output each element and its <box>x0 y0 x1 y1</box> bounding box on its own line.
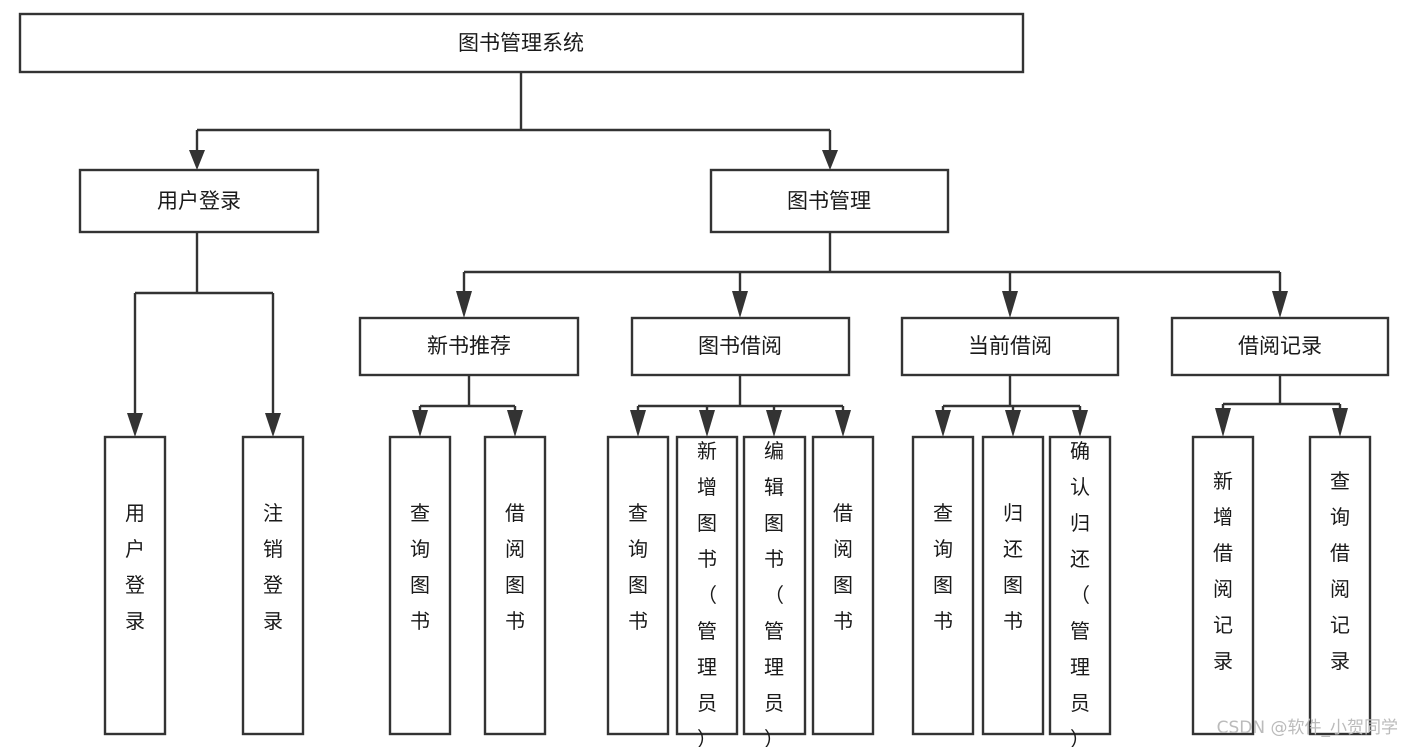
node-label-user-login: 用户登录 <box>157 189 241 213</box>
node-leaf-return-book[interactable]: 归还图书 <box>981 435 1045 736</box>
connector-group-borrow-record-to-leaves <box>1215 375 1348 437</box>
node-book-manage[interactable]: 图书管理 <box>709 168 950 234</box>
arrow-head-leaf-borrow-book-1 <box>507 410 523 437</box>
node-box-new-book-recommend <box>358 316 580 377</box>
node-label-leaf-return-book: 归还图书 <box>1003 501 1023 633</box>
node-borrow-record[interactable]: 借阅记录 <box>1170 316 1390 377</box>
arrow-head-borrow-record <box>1272 291 1288 318</box>
node-box-leaf-user-login <box>103 435 167 736</box>
node-box-leaf-user-logout <box>241 435 305 736</box>
arrow-head-leaf-query-book-3 <box>935 410 951 437</box>
node-label-leaf-query-book-2: 查询图书 <box>628 501 648 633</box>
node-label-root: 图书管理系统 <box>458 31 584 55</box>
arrow-head-leaf-query-book-2 <box>630 410 646 437</box>
arrow-head-leaf-borrow-book-2 <box>835 410 851 437</box>
node-box-leaf-borrow-book-1 <box>483 435 547 736</box>
arrow-head-leaf-user-login <box>127 413 143 437</box>
node-box-leaf-query-book-2 <box>606 435 670 736</box>
node-label-leaf-confirm-return: 确认归还（管理员） <box>1070 439 1090 747</box>
connector-group-book-borrow-to-leaves <box>630 375 851 437</box>
connector-group-new-book-recommend-to-leaves <box>412 375 523 437</box>
arrow-head-user-login <box>189 150 205 170</box>
node-leaf-add-book[interactable]: 新增图书（管理员） <box>675 435 739 747</box>
node-box-leaf-edit-book <box>742 435 807 736</box>
csdn-watermark: CSDN @软件_小贺同学 <box>1217 718 1398 738</box>
node-box-book-borrow <box>630 316 851 377</box>
node-label-leaf-user-logout: 注销登录 <box>263 501 283 633</box>
connector-group-user-login-to-leaves <box>127 232 281 437</box>
arrow-head-leaf-add-record <box>1215 408 1231 437</box>
node-box-leaf-query-book-1 <box>388 435 452 736</box>
node-leaf-query-record[interactable]: 查询借阅记录 <box>1308 435 1372 736</box>
node-leaf-user-login[interactable]: 用户登录 <box>103 435 167 736</box>
connector-group-book-manage-to-level3 <box>456 232 1288 318</box>
node-box-leaf-query-book-3 <box>911 435 975 736</box>
arrow-head-current-borrow <box>1002 291 1018 318</box>
node-label-leaf-query-book-1: 查询图书 <box>410 501 430 633</box>
node-label-leaf-edit-book: 编辑图书（管理员） <box>764 439 784 747</box>
node-leaf-query-book-1[interactable]: 查询图书 <box>388 435 452 736</box>
arrow-head-leaf-query-book-1 <box>412 410 428 437</box>
node-box-leaf-return-book <box>981 435 1045 736</box>
node-label-current-borrow: 当前借阅 <box>968 334 1052 358</box>
node-leaf-user-logout[interactable]: 注销登录 <box>241 435 305 736</box>
connector-group-root-to-level2 <box>189 72 838 170</box>
node-current-borrow[interactable]: 当前借阅 <box>900 316 1120 377</box>
node-root-book-management-system[interactable]: 图书管理系统 <box>18 12 1025 74</box>
arrow-head-leaf-confirm-return <box>1072 410 1088 437</box>
node-label-leaf-query-record: 查询借阅记录 <box>1330 469 1350 673</box>
node-leaf-query-book-2[interactable]: 查询图书 <box>606 435 670 736</box>
node-box-leaf-add-record <box>1191 435 1255 736</box>
node-box-user-login <box>78 168 320 234</box>
arrow-head-leaf-user-logout <box>265 413 281 437</box>
node-leaf-add-record[interactable]: 新增借阅记录 <box>1191 435 1255 736</box>
arrow-head-leaf-edit-book <box>766 410 782 437</box>
arrow-head-leaf-return-book <box>1005 410 1021 437</box>
arrow-head-book-borrow <box>732 291 748 318</box>
node-label-borrow-record: 借阅记录 <box>1238 334 1322 358</box>
node-label-leaf-borrow-book-2: 借阅图书 <box>833 501 853 633</box>
node-book-borrow[interactable]: 图书借阅 <box>630 316 851 377</box>
node-user-login[interactable]: 用户登录 <box>78 168 320 234</box>
node-label-book-borrow: 图书借阅 <box>698 334 782 358</box>
node-label-leaf-add-book: 新增图书（管理员） <box>697 439 717 747</box>
node-new-book-recommend[interactable]: 新书推荐 <box>358 316 580 377</box>
node-leaf-confirm-return[interactable]: 确认归还（管理员） <box>1048 435 1112 747</box>
node-label-leaf-add-record: 新增借阅记录 <box>1213 469 1233 673</box>
node-box-leaf-query-record <box>1308 435 1372 736</box>
node-leaf-edit-book[interactable]: 编辑图书（管理员） <box>742 435 807 747</box>
node-box-current-borrow <box>900 316 1120 377</box>
node-leaf-borrow-book-2[interactable]: 借阅图书 <box>811 435 875 736</box>
arrow-head-book-manage <box>822 150 838 170</box>
node-box-leaf-add-book <box>675 435 739 736</box>
node-label-leaf-user-login: 用户登录 <box>125 501 145 633</box>
connector-group-current-borrow-to-leaves <box>935 375 1088 437</box>
node-leaf-query-book-3[interactable]: 查询图书 <box>911 435 975 736</box>
node-box-leaf-borrow-book-2 <box>811 435 875 736</box>
node-label-book-manage: 图书管理 <box>787 189 871 213</box>
arrow-head-leaf-query-record <box>1332 408 1348 437</box>
node-box-borrow-record <box>1170 316 1390 377</box>
node-box-leaf-confirm-return <box>1048 435 1112 736</box>
arrow-head-leaf-add-book <box>699 410 715 437</box>
node-label-new-book-recommend: 新书推荐 <box>427 334 511 358</box>
node-label-leaf-borrow-book-1: 借阅图书 <box>505 501 525 633</box>
node-box-book-manage <box>709 168 950 234</box>
node-leaf-borrow-book-1[interactable]: 借阅图书 <box>483 435 547 736</box>
arrow-head-new-book-recommend <box>456 291 472 318</box>
node-label-leaf-query-book-3: 查询图书 <box>933 501 953 633</box>
node-box-root <box>18 12 1025 74</box>
